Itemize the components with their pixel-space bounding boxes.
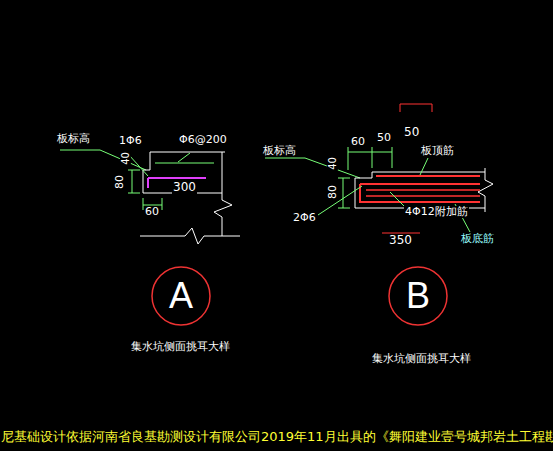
- dimension-text: 60: [350, 136, 366, 148]
- elevation-label: 板标高: [56, 133, 91, 145]
- revision-mark: [400, 104, 432, 112]
- rebar: [155, 163, 214, 164]
- detail-callout-circle: A: [151, 266, 211, 326]
- detail-letter: B: [388, 266, 448, 326]
- dimension-line: [348, 152, 372, 153]
- leader-line: [318, 186, 362, 215]
- rebar: [147, 178, 149, 188]
- dimension-text: 50: [403, 126, 420, 139]
- dimension-text: 60: [144, 206, 160, 218]
- dimension-text: 40: [327, 156, 338, 171]
- dimension-line: [348, 147, 349, 170]
- rebar-label: 1Φ6: [118, 135, 143, 147]
- rebar: [360, 184, 480, 202]
- dimension-line: [162, 198, 163, 210]
- break-line: [140, 228, 240, 244]
- rebar-label: 板底筋: [460, 233, 495, 245]
- dimension-line: [372, 147, 373, 168]
- dimension-line: [132, 170, 133, 193]
- leader-line: [265, 158, 305, 159]
- leader-line: [420, 158, 428, 175]
- leader-line: [100, 150, 146, 170]
- dimension-line: [372, 152, 392, 153]
- dimension-text: 80: [327, 184, 339, 200]
- leader-line: [60, 150, 100, 151]
- dimension-line: [392, 147, 393, 168]
- dimension-line: [343, 178, 344, 208]
- dimension-line: [128, 170, 140, 171]
- rebar-label: 4Φ12附加筋: [404, 206, 469, 218]
- rebar-label: Φ6@200: [178, 134, 228, 146]
- slab-top: [150, 152, 225, 153]
- rebar-label: 2Φ6: [292, 212, 317, 224]
- dimension-line: [338, 178, 350, 179]
- rebar: [366, 195, 480, 197]
- dimension-text: 300: [172, 181, 197, 194]
- detail-title: 集水坑侧面挑耳大样: [371, 353, 472, 365]
- dimension-text: 40: [120, 151, 131, 166]
- rebar: [376, 175, 480, 177]
- rebar-label: 板顶筋: [420, 145, 455, 157]
- dimension-text: 50: [376, 132, 392, 144]
- leader-line: [178, 153, 190, 162]
- rebar: [148, 177, 206, 179]
- slab-top: [372, 172, 485, 173]
- elevation-label: 板标高: [262, 145, 297, 157]
- dimension-line: [338, 208, 350, 209]
- design-note: 尼基础设计依据河南省良基勘测设计有限公司2019年11月出具的《舞阳建业壹号城邦…: [0, 430, 553, 444]
- rebar: [360, 183, 480, 185]
- dimension-text: 80: [114, 174, 126, 190]
- detail-callout-circle: B: [388, 266, 448, 326]
- break-line: [478, 168, 493, 212]
- dimension-text: 350: [388, 234, 413, 247]
- detail-letter: A: [151, 266, 211, 326]
- detail-title: 集水坑侧面挑耳大样: [130, 341, 231, 353]
- dimension-line: [128, 193, 140, 194]
- rebar: [366, 189, 480, 191]
- ear-outline: [355, 172, 485, 208]
- break-line: [214, 152, 232, 236]
